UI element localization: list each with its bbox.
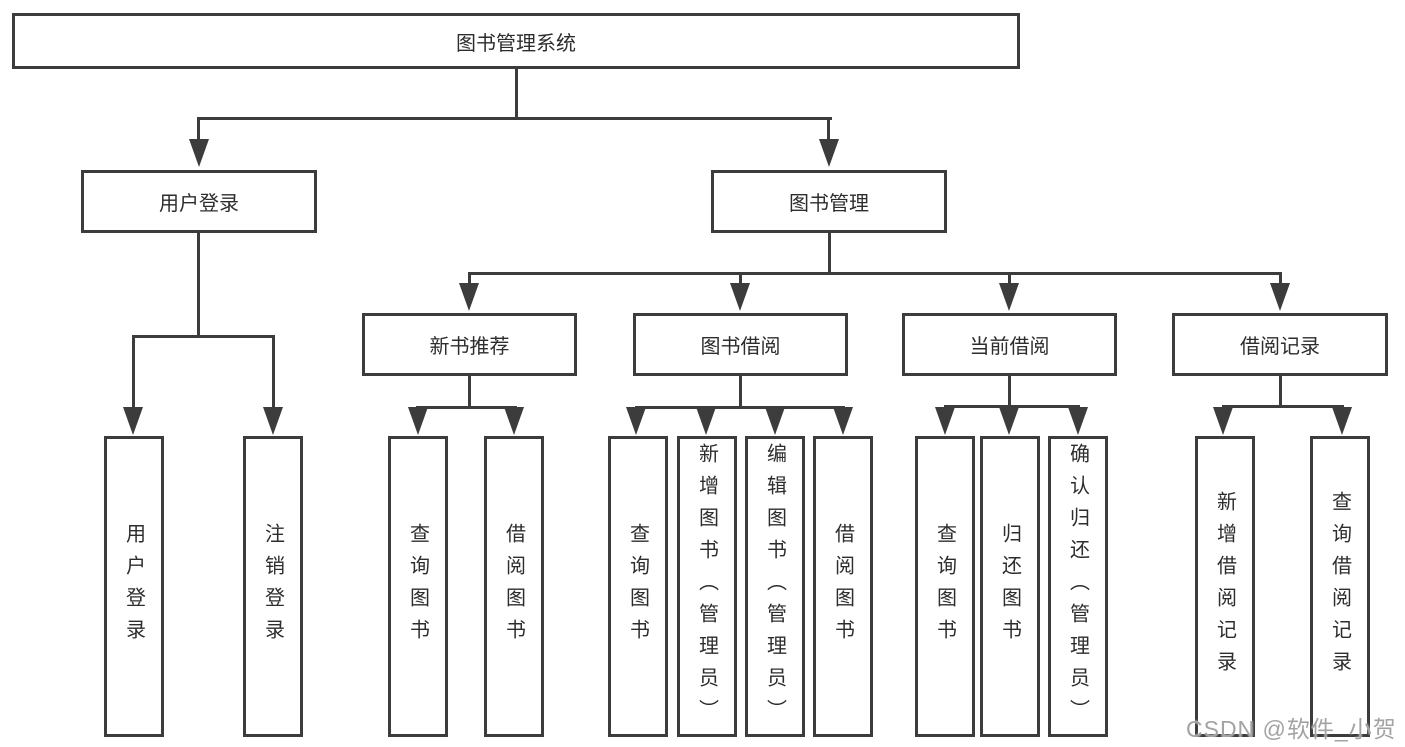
node-label: 图书借阅 <box>700 336 781 358</box>
connector-line <box>1008 272 1011 287</box>
leaf-borrow-books-2: 借阅图书 <box>813 436 873 737</box>
arrowhead-icon <box>1068 407 1088 435</box>
node-label: 图书管理 <box>789 193 869 215</box>
connector-line <box>1008 375 1011 408</box>
arrowhead-icon <box>263 407 283 435</box>
node-book-borrow: 图书借阅 <box>633 313 848 376</box>
connector-line <box>739 375 742 409</box>
connector-line <box>198 117 832 120</box>
arrowhead-icon <box>1332 407 1352 435</box>
arrowhead-icon <box>935 407 955 435</box>
csdn-watermark: CSDN @软件_小贺同学 <box>1186 716 1397 742</box>
leaf-borrow-books: 借阅图书 <box>484 436 544 737</box>
connector-line <box>515 68 518 119</box>
leaf-logout: 注销登录 <box>243 436 303 737</box>
node-label: 确认归还（管理员） <box>1066 442 1089 731</box>
arrowhead-icon <box>1270 283 1290 311</box>
arrowhead-icon <box>189 139 209 167</box>
node-label: 查询借阅记录 <box>1328 490 1351 683</box>
node-label: 新书推荐 <box>429 336 510 358</box>
connector-line <box>635 406 845 409</box>
node-label: 借阅图书 <box>831 522 854 651</box>
node-label: 借阅图书 <box>502 522 525 651</box>
node-label: 查询图书 <box>406 522 429 651</box>
leaf-confirm-return-admin: 确认归还（管理员） <box>1048 436 1108 737</box>
node-label: 新增借阅记录 <box>1213 490 1236 683</box>
leaf-query-borrow-record: 查询借阅记录 <box>1310 436 1370 737</box>
node-label: 归还图书 <box>998 522 1021 651</box>
leaf-query-books-2: 查询图书 <box>608 436 668 737</box>
node-label: 注销登录 <box>261 522 284 651</box>
connector-line <box>272 335 275 409</box>
connector-line <box>197 117 200 143</box>
connector-line <box>1222 405 1344 408</box>
arrowhead-icon <box>504 407 524 435</box>
arrowhead-icon <box>696 407 716 435</box>
connector-line <box>944 405 1080 408</box>
connector-line <box>468 272 471 287</box>
arrowhead-icon <box>730 283 750 311</box>
node-label: 查询图书 <box>933 522 956 651</box>
leaf-user-login: 用户登录 <box>104 436 164 737</box>
arrowhead-icon <box>123 407 143 435</box>
arrowhead-icon <box>819 139 839 167</box>
leaf-return-books: 归还图书 <box>980 436 1040 737</box>
node-book-mgmt: 图书管理 <box>711 170 947 233</box>
connector-line <box>739 272 742 287</box>
arrowhead-icon <box>833 407 853 435</box>
connector-line <box>1279 375 1282 408</box>
node-label: 用户登录 <box>122 522 145 651</box>
arrowhead-icon <box>765 407 785 435</box>
arrowhead-icon <box>408 407 428 435</box>
node-label: 当前借阅 <box>969 336 1050 358</box>
arrowhead-icon <box>1213 407 1233 435</box>
node-borrow-records: 借阅记录 <box>1172 313 1388 376</box>
connector-line <box>1279 272 1282 287</box>
connector-line <box>468 272 1282 275</box>
node-label: 用户登录 <box>159 193 239 215</box>
connector-line <box>828 232 831 275</box>
node-label: 图书管理系统 <box>456 32 576 55</box>
connector-line <box>416 406 517 409</box>
node-label: 借阅记录 <box>1240 336 1320 358</box>
node-current-borrow: 当前借阅 <box>902 313 1117 376</box>
leaf-add-borrow-record: 新增借阅记录 <box>1195 436 1255 737</box>
leaf-edit-book-admin: 编辑图书（管理员） <box>745 436 805 737</box>
arrowhead-icon <box>459 283 479 311</box>
node-label: 查询图书 <box>626 522 649 651</box>
node-label: 新增图书（管理员） <box>695 442 718 731</box>
arrowhead-icon <box>999 283 1019 311</box>
connector-line <box>132 335 135 409</box>
leaf-add-book-admin: 新增图书（管理员） <box>677 436 737 737</box>
connector-line <box>827 117 830 143</box>
arrowhead-icon <box>626 407 646 435</box>
node-new-book-rec: 新书推荐 <box>362 313 577 376</box>
leaf-query-books-3: 查询图书 <box>915 436 975 737</box>
node-root: 图书管理系统 <box>12 13 1020 69</box>
arrowhead-icon <box>999 407 1019 435</box>
leaf-query-books: 查询图书 <box>388 436 448 737</box>
connector-line <box>468 375 471 409</box>
connector-line <box>197 232 200 338</box>
node-label: 编辑图书（管理员） <box>763 442 786 731</box>
node-user-login: 用户登录 <box>81 170 317 233</box>
connector-line <box>132 335 275 338</box>
